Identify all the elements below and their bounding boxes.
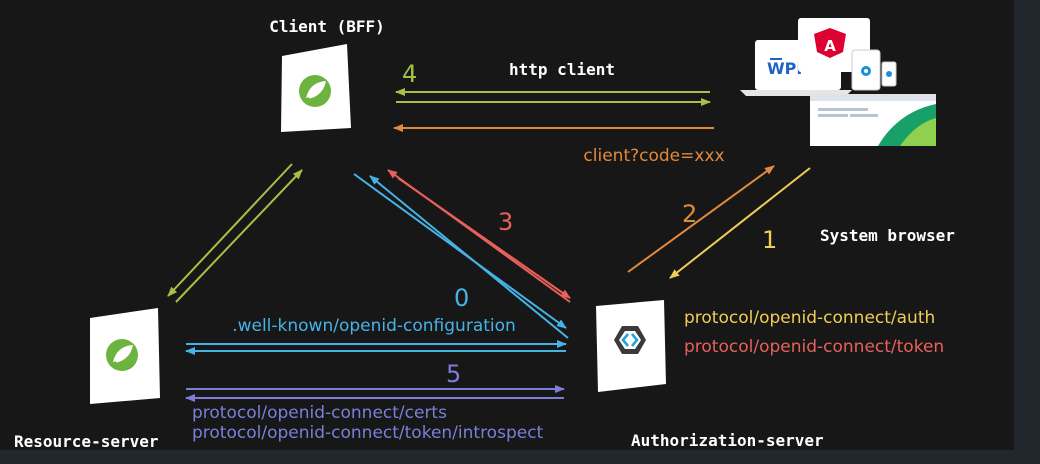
client-resource-flow [167, 163, 303, 303]
callback-flow: client?code=xxx [393, 124, 725, 166]
client-to-resource-arrow [167, 163, 293, 297]
angular-logo: A [824, 37, 836, 55]
system-browser-node: WPF A [740, 18, 955, 245]
resource-server-node: Resource-server [14, 308, 160, 451]
wpf-logo: WPF [767, 59, 807, 78]
flow-1-number: 1 [762, 226, 777, 254]
angular-icon [814, 28, 846, 58]
flow-4: 4 http client [395, 60, 711, 106]
flow-4-label: http client [509, 60, 615, 79]
flow-0-number: 0 [454, 284, 469, 312]
system-browser-label: System browser [820, 226, 955, 245]
flow-0-label: .well-known/openid-configuration [232, 316, 516, 336]
phone-illustration [881, 61, 897, 87]
resource-to-client-arrow [175, 169, 303, 303]
flow-2-number: 2 [682, 200, 697, 228]
flow-5-number: 5 [446, 360, 461, 388]
flow-0-client-to-auth-arrow [353, 173, 567, 329]
spring-leaf-icon [299, 75, 331, 107]
client-node: Client (BFF) [269, 17, 385, 132]
flow-5: 5 protocol/openid-connect/certs protocol… [185, 360, 565, 443]
flow-3-arrow-down [397, 177, 571, 299]
introspect-endpoint-label: protocol/openid-connect/token/introspect [192, 423, 544, 443]
flow-0: 0 .well-known/openid-configuration [185, 173, 569, 355]
token-endpoint-label: protocol/openid-connect/token [684, 337, 944, 357]
keycloak-icon [614, 326, 646, 354]
flow-2-arrow [627, 165, 775, 273]
browser-window-illustration [810, 94, 936, 146]
callback-label: client?code=xxx [583, 146, 724, 166]
auth-endpoint-label: protocol/openid-connect/auth [684, 308, 935, 328]
flow-3-number: 3 [498, 208, 513, 236]
authorization-server-node: Authorization-server [596, 300, 824, 450]
flow-3: 3 [387, 169, 571, 303]
authorization-server-label: Authorization-server [631, 431, 824, 450]
flow-1: 1 [669, 167, 811, 279]
client-label: Client (BFF) [269, 17, 385, 36]
chalkboard-background [0, 0, 1014, 450]
flow-4-number: 4 [402, 60, 417, 88]
flow-1-arrow [669, 167, 811, 279]
resource-server-label: Resource-server [14, 432, 159, 451]
certs-endpoint-label: protocol/openid-connect/certs [192, 403, 447, 423]
flow-0-auth-to-client-arrow [369, 175, 569, 339]
spring-leaf-icon [106, 339, 138, 371]
flow-2: 2 [627, 165, 775, 273]
tablet-illustration [851, 49, 881, 91]
